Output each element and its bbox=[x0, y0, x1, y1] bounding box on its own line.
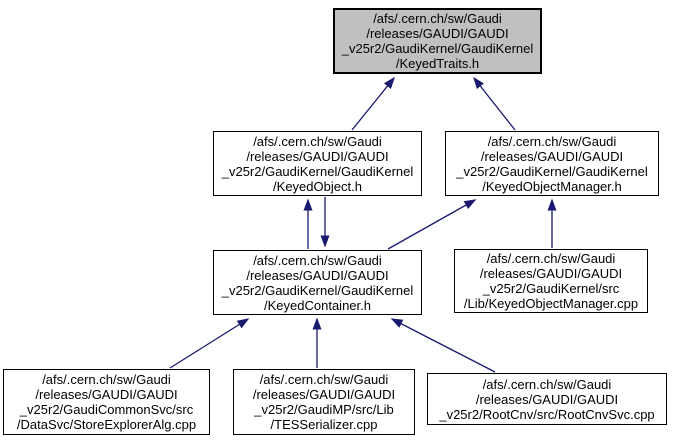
node-path-line: _v25r2/GaudiKernel/GaudiKernel bbox=[221, 163, 414, 179]
graph-node-tes-serializer-cpp[interactable]: /afs/.cern.ch/sw/Gaudi /releases/GAUDI/G… bbox=[233, 369, 415, 435]
node-path-line: /releases/GAUDI/GAUDI bbox=[35, 387, 178, 402]
node-path-line: /afs/.cern.ch/sw/Gaudi bbox=[42, 372, 171, 387]
graph-node-keyed-traits-h: /afs/.cern.ch/sw/Gaudi /releases/GAUDI/G… bbox=[333, 8, 542, 74]
edge-keyedcontainer-to-keyedobjectmanager bbox=[387, 199, 477, 250]
node-path-line: /releases/GAUDI/GAUDI bbox=[246, 267, 389, 283]
node-path-line: /releases/GAUDI/GAUDI bbox=[475, 391, 619, 407]
node-path-line: _v25r2/GaudiKernel/GaudiKernel bbox=[221, 282, 414, 298]
node-path-line: /KeyedContainer.h bbox=[264, 297, 371, 313]
graph-node-keyed-object-manager-cpp[interactable]: /afs/.cern.ch/sw/Gaudi /releases/GAUDI/G… bbox=[454, 249, 648, 313]
edge-storeexploreralg-to-keyedcontainer bbox=[169, 318, 250, 369]
node-path-line: _v25r2/GaudiKernel/GaudiKernel bbox=[341, 41, 534, 56]
node-path-line: _v25r2/GaudiKernel/GaudiKernel bbox=[456, 163, 648, 179]
node-path-line: _v25r2/GaudiKernel/src bbox=[482, 281, 620, 296]
edge-keyedobject-to-keyedtraits bbox=[351, 76, 395, 131]
graph-node-keyed-object-manager-h[interactable]: /afs/.cern.ch/sw/Gaudi /releases/GAUDI/G… bbox=[445, 131, 659, 196]
node-path-line: _v25r2/GaudiMP/src/Lib bbox=[254, 402, 394, 417]
node-path-line: _v25r2/GaudiCommonSvc/src bbox=[19, 402, 194, 417]
node-path-line: /KeyedTraits.h bbox=[395, 56, 480, 71]
edge-rootcnvsvc-to-keyedcontainer bbox=[390, 318, 496, 373]
node-path-line: /afs/.cern.ch/sw/Gaudi bbox=[253, 252, 382, 268]
graph-node-store-explorer-alg-cpp[interactable]: /afs/.cern.ch/sw/Gaudi /releases/GAUDI/G… bbox=[3, 369, 210, 435]
node-path-line: /KeyedObject.h bbox=[273, 178, 362, 194]
node-path-line: /afs/.cern.ch/sw/Gaudi bbox=[253, 133, 382, 149]
node-path-line: _v25r2/RootCnv/src/RootCnvSvc.cpp bbox=[439, 406, 655, 422]
node-path-line: /afs/.cern.ch/sw/Gaudi bbox=[486, 251, 616, 266]
node-path-line: /Lib/KeyedObjectManager.cpp bbox=[463, 296, 639, 311]
node-path-line: /afs/.cern.ch/sw/Gaudi bbox=[373, 11, 502, 26]
node-path-line: /releases/GAUDI/GAUDI bbox=[246, 148, 389, 164]
node-path-line: /releases/GAUDI/GAUDI bbox=[480, 148, 624, 164]
node-path-line: /TESSerializer.cpp bbox=[270, 417, 378, 432]
graph-node-keyed-object-h[interactable]: /afs/.cern.ch/sw/Gaudi /releases/GAUDI/G… bbox=[213, 131, 422, 196]
node-path-line: /releases/GAUDI/GAUDI bbox=[252, 387, 396, 402]
node-path-line: /KeyedObjectManager.h bbox=[482, 178, 622, 194]
node-path-line: /DataSvc/StoreExplorerAlg.cpp bbox=[16, 417, 197, 432]
node-path-line: /releases/GAUDI/GAUDI bbox=[366, 26, 509, 41]
node-path-line: /afs/.cern.ch/sw/Gaudi bbox=[487, 133, 617, 149]
node-path-line: /afs/.cern.ch/sw/Gaudi bbox=[259, 372, 389, 387]
edge-keyedobjectmanager-to-keyedtraits bbox=[473, 76, 516, 131]
graph-node-keyed-container-h[interactable]: /afs/.cern.ch/sw/Gaudi /releases/GAUDI/G… bbox=[213, 250, 422, 315]
node-path-line: /afs/.cern.ch/sw/Gaudi bbox=[482, 376, 612, 392]
node-path-line: /releases/GAUDI/GAUDI bbox=[479, 266, 623, 281]
graph-node-root-cnv-svc-cpp[interactable]: /afs/.cern.ch/sw/Gaudi /releases/GAUDI/G… bbox=[427, 373, 667, 425]
